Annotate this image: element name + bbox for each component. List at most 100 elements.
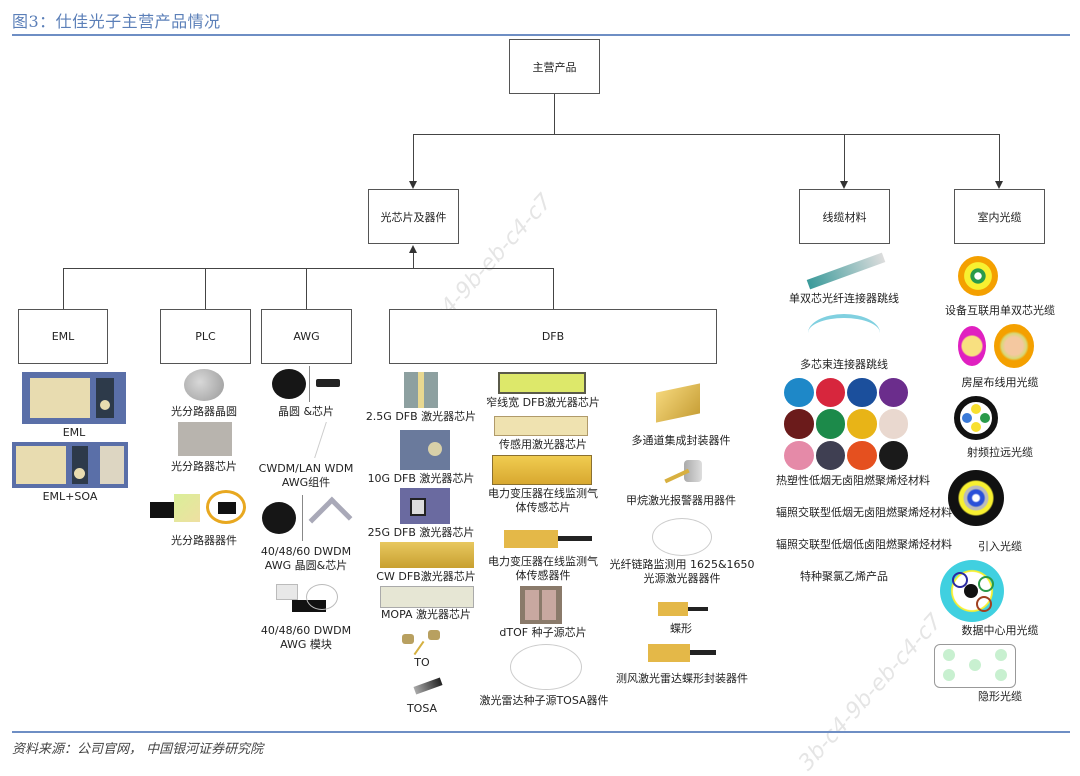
arrow-up-icon [409,245,417,253]
cw-dfb-chip-image [380,542,474,568]
pellet-swatch [847,378,877,408]
product-label: 热塑性低烟无卤阻燃聚烯烃材料 [776,474,930,487]
connector [999,134,1000,182]
footer-rule [12,731,1070,733]
fiber-monitoring-device-image [652,518,712,556]
pellet-swatch [878,409,908,439]
product-label: EML+SOA [42,490,98,503]
figure-title: 图3：仕佳光子主营产品情况 [12,12,221,31]
gas-sensing-device-image [500,524,592,552]
connector [554,94,555,135]
eml-chip-image [22,372,126,424]
dtof-chip-image [520,586,562,624]
pellet-swatch [784,440,814,470]
multicore-cord-image [808,314,880,352]
tosa-image [400,676,446,698]
product-label: 40/48/60 DWDM AWG 晶圆&芯片 [260,545,352,572]
divider [302,495,303,541]
product-label: 甲烷激光报警器用器件 [626,494,736,507]
product-label: 辐照交联型低烟无卤阻燃聚烯烃材料 [776,506,952,519]
pellet-swatch [815,378,845,408]
awg-component-image [294,422,327,458]
connector [413,134,1000,135]
node-indoor-cables: 室内光缆 [954,189,1045,244]
product-label: 2.5G DFB 激光器芯片 [365,410,477,423]
product-label: 光分路器器件 [171,534,237,547]
product-label: 多芯束连接器跳线 [800,358,888,371]
rru-cable-image [954,396,998,440]
title-rule [12,34,1070,36]
building-cable-image-a [958,326,986,366]
invisible-cable-image [934,644,1016,688]
dwdm-wafer-image [262,502,296,534]
gas-sensing-chip-image [492,455,592,485]
product-label: 晶圆 &芯片 [277,405,335,418]
lidar-tosa-image [510,644,582,690]
product-label: 光分路器芯片 [171,460,237,473]
drop-cable-image [948,470,1004,526]
product-label: 电力变压器在线监测气体传感器件 [488,555,598,582]
node-eml: EML [18,309,108,364]
connector [413,134,414,182]
product-label: 40/48/60 DWDM AWG 模块 [260,624,352,651]
arrow-down-icon [995,181,1003,189]
watermark: 3b-c4-9b-eb-c4-c7 [794,609,948,776]
product-label: 数据中心用光缆 [961,624,1039,637]
product-label: 光分路器晶圆 [171,405,237,418]
pellet-swatch [847,409,877,439]
pellet-swatch [815,440,845,470]
product-label: 电力变压器在线监测气体传感芯片 [488,487,598,514]
product-label: 窄线宽 DFB激光器芯片 [486,396,600,409]
node-dfb: DFB [389,309,717,364]
node-awg: AWG [261,309,352,364]
butterfly-package-image [658,598,708,620]
connector [63,268,554,269]
product-label: TO [414,656,430,669]
product-label: 设备互联用单双芯光缆 [945,304,1055,317]
node-plc: PLC [160,309,251,364]
product-label: 蝶形 [670,622,692,635]
product-label: 房屋布线用光缆 [961,376,1039,389]
patch-cord-image [798,248,890,290]
connector [205,268,206,309]
eml-soa-chip-image [12,442,128,488]
product-label: CWDM/LAN WDM AWG组件 [258,462,354,489]
pellet-swatch [784,409,814,439]
building-cable-image-b [994,324,1034,368]
connector [63,268,64,309]
narrow-linewidth-chip-image [498,372,586,394]
pellet-swatch [878,440,908,470]
product-label: CW DFB激光器芯片 [376,570,476,583]
to-can-image [398,626,448,658]
connector [306,268,307,309]
product-label: 引入光缆 [978,540,1022,553]
wind-lidar-butterfly-image [648,638,718,668]
product-label: 25G DFB 激光器芯片 [367,526,475,539]
node-main-products: 主营产品 [509,39,600,94]
pellet-swatch [878,378,908,408]
product-label: dTOF 种子源芯片 [499,626,587,639]
sensing-chip-image [494,416,588,436]
device-interconnect-cable-image [958,256,998,296]
awg-chip-image [316,379,340,387]
dwdm-module-image [276,584,338,620]
product-label: 多通道集成封装器件 [631,434,731,447]
awg-wafer-image [272,369,306,399]
node-optical-chips-devices: 光芯片及器件 [368,189,459,244]
divider [309,366,310,402]
multi-channel-package-image [652,378,712,424]
dfb-25g-chip-image [400,488,450,524]
arrow-down-icon [840,181,848,189]
product-label: 光纤链路监测用 1625&1650 光源激光器器件 [609,558,755,585]
product-label: 辐照交联型低烟低卤阻燃聚烯烃材料 [776,538,952,551]
product-label: 10G DFB 激光器芯片 [367,472,475,485]
mopa-chip-image [380,586,474,608]
connector [553,268,554,309]
product-label: 隐形光缆 [978,690,1022,703]
pellet-swatch [847,440,877,470]
plc-device-image [150,488,250,528]
product-label: 单双芯光纤连接器跳线 [789,292,899,305]
plc-chip-image [178,422,232,456]
product-label: EML [62,426,86,439]
connector [413,252,414,269]
